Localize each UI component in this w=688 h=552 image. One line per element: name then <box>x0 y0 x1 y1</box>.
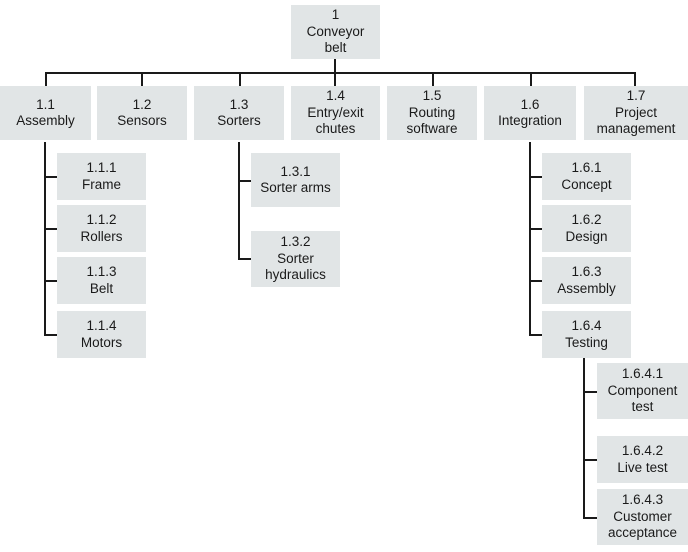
wbs-node-label: Sensors <box>117 113 167 128</box>
wbs-node-1-1-3[interactable]: 1.1.3 Belt <box>57 257 146 304</box>
connector-level2-bus <box>45 72 636 74</box>
wbs-node-code: 1.1.4 <box>86 318 117 333</box>
wbs-node-code: 1.6.1 <box>571 160 602 175</box>
wbs-node-1-6-4-1[interactable]: 1.6.4.1 Component test <box>597 363 688 419</box>
wbs-node-label: Testing <box>565 334 608 350</box>
wbs-node-1-1-1[interactable]: 1.1.1 Frame <box>57 153 146 200</box>
wbs-node-label: Sorter <box>277 250 314 266</box>
wbs-node-1-4[interactable]: 1.4 Entry/exit chutes <box>291 86 380 140</box>
connector-root-stem <box>334 58 336 73</box>
wbs-node-code: 1.1 <box>36 96 55 112</box>
connector-integration-branch-3 <box>529 280 543 282</box>
wbs-node-1-6-2[interactable]: 1.6.2 Design <box>542 205 631 252</box>
wbs-node-label: Concept <box>561 176 612 192</box>
wbs-node-label-2: test <box>631 399 654 415</box>
wbs-node-label: Entry/exit <box>307 104 364 120</box>
connector-drop-1-2 <box>141 72 143 86</box>
wbs-node-code: 1.4 <box>326 88 345 104</box>
wbs-node-label: Sorter arms <box>260 180 331 195</box>
wbs-node-label: Frame <box>81 176 121 192</box>
connector-integration-spine <box>529 142 531 336</box>
wbs-node-code: 1.6.4.2 <box>621 443 664 458</box>
wbs-node-label: Design <box>565 228 608 244</box>
wbs-node-code: 1.2 <box>132 96 152 112</box>
wbs-node-1-6[interactable]: 1.6 Integration <box>484 86 576 140</box>
wbs-node-code: 1.7 <box>626 88 646 104</box>
connector-testing-spine <box>583 357 585 518</box>
wbs-node-label-2: hydraulics <box>265 267 326 283</box>
wbs-node-label: Assembly <box>557 280 616 296</box>
wbs-node-code: 1.6.4.1 <box>621 366 664 382</box>
wbs-node-code: 1.6.4.3 <box>621 492 664 508</box>
wbs-node-1-3-2[interactable]: 1.3.2 Sorter hydraulics <box>251 231 340 287</box>
wbs-node-root[interactable]: 1 Conveyor belt <box>291 5 380 59</box>
wbs-node-code: 1.6.3 <box>571 264 602 279</box>
wbs-node-1-6-4-2[interactable]: 1.6.4.2 Live test <box>597 436 688 483</box>
connector-testing-branch-2 <box>583 459 597 461</box>
wbs-node-1-2[interactable]: 1.2 Sensors <box>97 86 187 140</box>
wbs-node-code: 1.6 <box>520 96 540 112</box>
wbs-node-code: 1.5 <box>422 88 442 104</box>
wbs-node-code: 1.6.4 <box>571 318 602 333</box>
connector-drop-1-3 <box>239 72 241 86</box>
wbs-node-label: Belt <box>89 280 114 296</box>
wbs-node-label: Integration <box>498 113 562 128</box>
wbs-node-1-5[interactable]: 1.5 Routing software <box>387 86 477 140</box>
wbs-node-label: Project <box>614 104 658 120</box>
wbs-node-1-6-3[interactable]: 1.6.3 Assembly <box>542 257 631 304</box>
wbs-node-label-2: management <box>596 121 676 137</box>
wbs-node-label: Routing <box>408 104 456 120</box>
wbs-node-label: Live test <box>617 459 668 475</box>
connector-integration-branch-1 <box>529 176 543 178</box>
wbs-node-1-6-4-3[interactable]: 1.6.4.3 Customer acceptance <box>597 489 688 545</box>
wbs-node-code: 1.1.3 <box>86 264 117 279</box>
connector-drop-1-4 <box>334 72 336 86</box>
wbs-node-label: Component <box>607 382 678 398</box>
wbs-node-label-2: belt <box>324 40 347 56</box>
wbs-node-1-6-4[interactable]: 1.6.4 Testing <box>542 311 631 358</box>
wbs-node-1-6-1[interactable]: 1.6.1 Concept <box>542 153 631 200</box>
wbs-node-code: 1 <box>331 7 340 23</box>
connector-assembly-branch-1 <box>44 176 58 178</box>
wbs-node-label-2: chutes <box>315 121 356 137</box>
connector-testing-branch-1 <box>583 391 597 393</box>
wbs-node-label-2: software <box>406 121 458 137</box>
connector-assembly-branch-3 <box>44 280 58 282</box>
connector-drop-1-5 <box>432 72 434 86</box>
connector-assembly-branch-4 <box>44 334 58 336</box>
wbs-node-1-3-1[interactable]: 1.3.1 Sorter arms <box>251 153 340 207</box>
connector-assembly-spine <box>44 142 46 336</box>
wbs-node-label: Sorters <box>217 113 261 128</box>
wbs-node-1-1[interactable]: 1.1 Assembly <box>0 86 91 140</box>
connector-sorters-branch-1 <box>238 180 252 182</box>
wbs-node-label: Motors <box>80 334 123 350</box>
wbs-node-code: 1.3.2 <box>280 234 311 250</box>
wbs-node-label: Conveyor <box>306 23 365 39</box>
wbs-node-code: 1.1.1 <box>86 160 117 175</box>
wbs-node-label: Customer <box>613 508 672 524</box>
wbs-node-code: 1.1.2 <box>86 212 117 227</box>
wbs-node-1-3[interactable]: 1.3 Sorters <box>194 86 284 140</box>
connector-testing-branch-3 <box>583 517 597 519</box>
wbs-node-code: 1.6.2 <box>571 212 602 227</box>
wbs-node-1-7[interactable]: 1.7 Project management <box>584 86 688 140</box>
wbs-node-1-1-2[interactable]: 1.1.2 Rollers <box>57 205 146 252</box>
connector-integration-branch-2 <box>529 228 543 230</box>
connector-drop-1-1 <box>45 72 47 86</box>
connector-integration-branch-4 <box>529 334 543 336</box>
wbs-node-1-1-4[interactable]: 1.1.4 Motors <box>57 311 146 358</box>
wbs-node-label-2: acceptance <box>607 525 678 541</box>
wbs-node-label: Rollers <box>80 228 123 244</box>
wbs-node-label: Assembly <box>16 113 75 128</box>
wbs-node-code: 1.3 <box>229 96 249 112</box>
connector-sorters-spine <box>238 142 240 260</box>
connector-drop-1-7 <box>634 72 636 86</box>
connector-drop-1-6 <box>530 72 532 86</box>
connector-sorters-branch-2 <box>238 258 252 260</box>
wbs-node-code: 1.3.1 <box>280 163 311 179</box>
connector-assembly-branch-2 <box>44 228 58 230</box>
